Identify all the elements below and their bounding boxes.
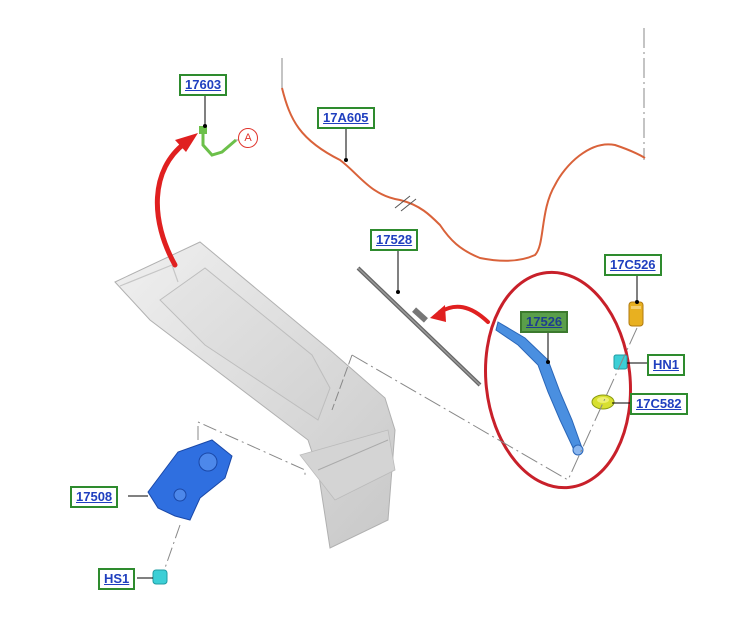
callout-17603: 17603 [179,74,228,96]
nut-HN1 [613,354,628,370]
highlight-ellipse [484,270,632,490]
leader-dot-17603 [203,124,207,128]
callout-HN1: HN1 [647,354,686,376]
callout-17508: 17508 [70,486,119,508]
arrow-head-17603 [175,133,198,152]
leader-dot-17C526 [635,300,639,304]
assembly-line-short [331,354,353,411]
leader-dot-17528 [396,290,400,294]
assembly-line-hs1 [164,524,181,569]
leader-dot-17526 [546,360,550,364]
arrow-to-17528 [438,304,490,324]
assembly-line-motor [197,421,306,478]
cap-17C582 [591,394,615,410]
callout-17C582: 17C582 [630,393,688,415]
assembly-line-arm [351,354,569,481]
harness-break-mark-2 [400,198,417,212]
bolt-17C526 [628,301,644,327]
harness-break-mark [394,195,411,209]
washer-hose [199,126,237,157]
callout-HS1: HS1 [98,568,136,590]
arrow-to-17603 [154,140,188,268]
callout-17526: 17526 [520,311,569,333]
callout-17528: 17528 [370,229,419,251]
wiper-blade [356,266,482,387]
screw-HS1 [152,569,168,585]
tailgate-panel [114,241,396,549]
callout-17C526: 17C526 [604,254,662,276]
callout-17A605: 17A605 [317,107,375,129]
arrow-head-17528 [430,305,446,322]
reference-marker-a: A [238,128,258,148]
wiper-motor [147,439,233,521]
wiring-harness [281,87,646,262]
rear-wiper-arm [495,321,584,456]
leader-dot-17A605 [344,158,348,162]
